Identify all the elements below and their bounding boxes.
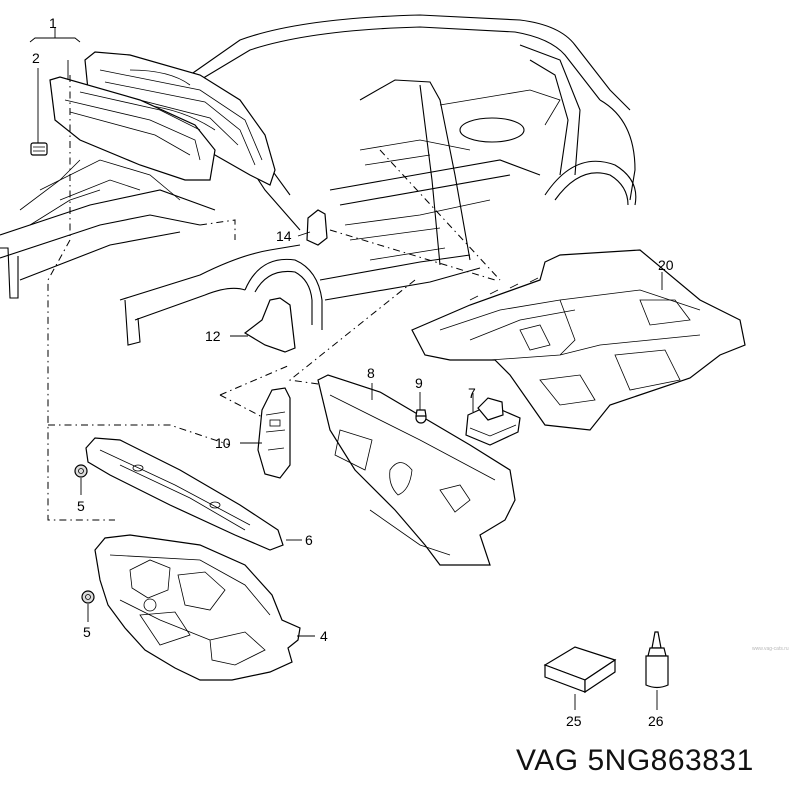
- firewall-insulation: [94, 534, 301, 681]
- callout-14: 14: [276, 228, 292, 244]
- callout-2: 2: [32, 50, 40, 66]
- hood-insulation-pad: [49, 76, 216, 181]
- adhesive-bottle-26: [645, 631, 669, 689]
- callout-1: 1: [49, 15, 57, 31]
- floor-carpet: [411, 249, 746, 431]
- callout-26: 26: [648, 713, 664, 729]
- callout-4: 4: [320, 628, 328, 644]
- mount-7: [465, 397, 521, 446]
- callout-20: 20: [658, 257, 674, 273]
- callout-12: 12: [205, 328, 221, 344]
- hood-clip: [30, 142, 48, 156]
- grommet-9: [415, 409, 427, 424]
- leader-lines: [29, 28, 663, 710]
- insulation-strip-6: [85, 437, 284, 551]
- callout-10: 10: [215, 435, 231, 451]
- pad-25: [543, 646, 617, 694]
- bulkhead-insulation: [317, 374, 516, 566]
- clip-5-lower: [81, 590, 95, 604]
- assembly-guide-lines: [47, 75, 501, 521]
- insulation-pad-14: [306, 209, 328, 246]
- bracket-10: [257, 387, 291, 479]
- insulation-pad-12: [243, 297, 296, 353]
- part-number-label: VAG 5NG863831: [516, 744, 754, 777]
- callout-6: 6: [305, 532, 313, 548]
- car-body-shell: [0, 14, 637, 346]
- callout-7: 7: [468, 385, 476, 401]
- callout-25: 25: [566, 713, 582, 729]
- callout-5-lower: 5: [83, 624, 91, 640]
- callout-8: 8: [367, 365, 375, 381]
- callout-9: 9: [415, 375, 423, 391]
- callout-5-upper: 5: [77, 498, 85, 514]
- clip-5-upper: [74, 464, 88, 478]
- callout-numbers: 1 2 14 20 12 8 9 7 10 5 6 5 4 25 26: [32, 15, 674, 729]
- watermark-text: www.vag-cats.ru: [752, 646, 789, 652]
